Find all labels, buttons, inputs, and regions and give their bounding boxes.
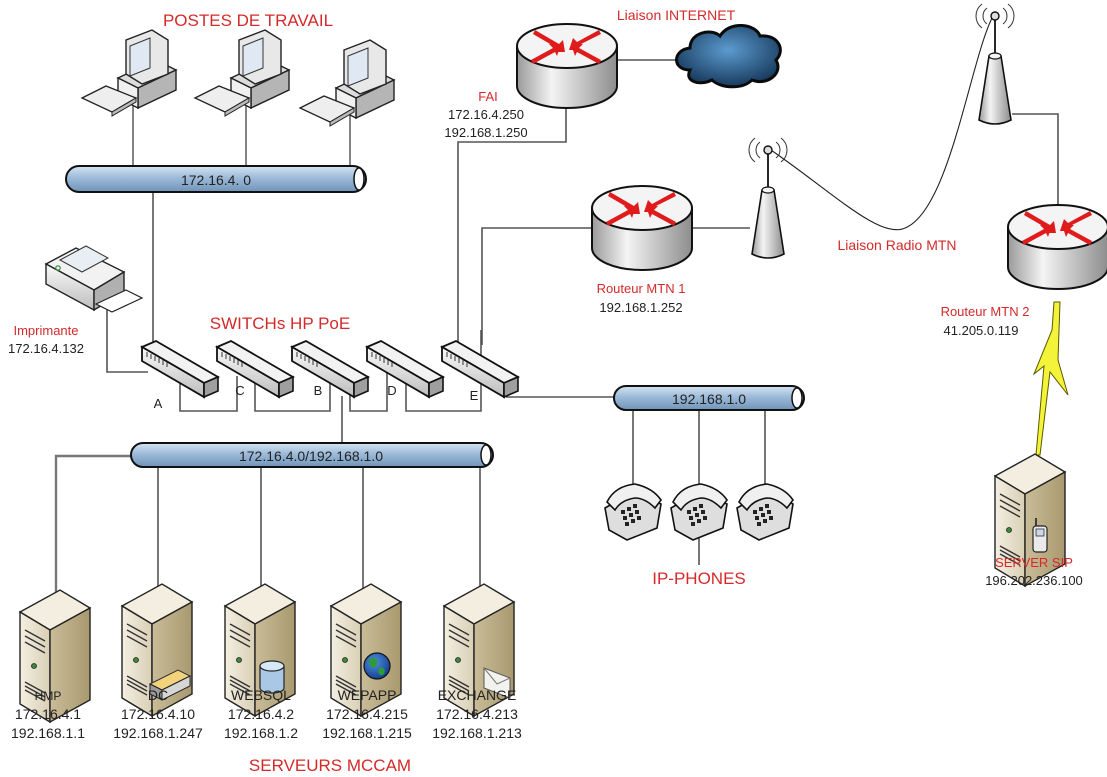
radio-link-curve: [767, 15, 994, 231]
server-ip2: 192.168.1.247: [113, 725, 203, 741]
internet-link-title: Liaison INTERNET: [617, 7, 736, 23]
server-ip1: 172.16.4.213: [436, 706, 518, 722]
ip-phone-1-icon[interactable]: [604, 483, 662, 541]
workstations-title: POSTES DE TRAVAIL: [163, 11, 333, 30]
servers-title: SERVEURS MCCAM: [249, 756, 411, 775]
server-ip1: 172.16.4.10: [121, 706, 195, 722]
database-icon: [259, 660, 285, 694]
bus-workstations-label: 172.16.4. 0: [181, 172, 251, 188]
switches-title: SWITCHs HP PoE: [210, 314, 350, 333]
switch-d-icon[interactable]: [366, 340, 444, 398]
ip-phones-title: IP-PHONES: [652, 569, 746, 588]
bus-phones: 192.168.1.0: [613, 385, 805, 411]
router-mtn1-icon[interactable]: [591, 185, 693, 271]
wire-printer: [106, 305, 148, 373]
wire-hmp: [54, 454, 133, 612]
internet-cloud-icon[interactable]: [675, 24, 782, 89]
mobile-phone-icon: [1032, 518, 1048, 553]
printer-icon[interactable]: [44, 245, 144, 313]
directory-icon: [148, 669, 192, 701]
server-name: EXCHANGE: [438, 687, 517, 703]
radio-tower-2-icon[interactable]: [975, 3, 1015, 125]
workstation-3-icon[interactable]: [299, 39, 395, 127]
router-mtn2-name: Routeur MTN 2: [941, 304, 1030, 319]
switch-c-label: C: [235, 383, 244, 398]
wire-tower2-mtn2: [1012, 113, 1059, 205]
server-ip1: 172.16.4.1: [15, 706, 81, 722]
ip-phone-3-icon[interactable]: [736, 483, 794, 541]
switch-d-label: D: [387, 383, 396, 398]
sip-server-name: SERVER SIP: [995, 555, 1073, 570]
router-mtn2-ip: 41.205.0.119: [944, 323, 1019, 338]
server-name: HMP: [35, 689, 62, 703]
router-mtn1-name: Routeur MTN 1: [597, 281, 686, 296]
server-ip2: 192.168.1.213: [432, 725, 522, 741]
router-mtn2-icon[interactable]: [1007, 204, 1107, 290]
fai-router-icon[interactable]: [516, 23, 618, 109]
server-ip1: 172.16.4.2: [228, 706, 294, 722]
fai-ip1: 172.16.4.250: [448, 107, 524, 122]
ip-phone-2-icon[interactable]: [670, 483, 728, 541]
wire-b-d: [349, 373, 388, 412]
sip-server-ip: 196.202.236.100: [985, 573, 1083, 588]
server-name: WEPAPP: [338, 687, 397, 703]
bus-servers: 172.16.4.0/192.168.1.0: [130, 442, 494, 468]
printer-name: Imprimante: [13, 323, 78, 338]
router-mtn1-ip: 192.168.1.252: [599, 300, 682, 315]
printer-ip: 172.16.4.132: [8, 341, 84, 356]
switch-b-label: B: [314, 383, 323, 398]
switch-e-label: E: [470, 388, 479, 403]
bus-servers-label: 172.16.4.0/192.168.1.0: [239, 448, 383, 464]
globe-icon: [363, 652, 391, 680]
lightning-link-icon: [1032, 301, 1069, 456]
server-ip2: 192.168.1.215: [322, 725, 412, 741]
bus-workstations: 172.16.4. 0: [65, 165, 367, 193]
fai-ip2: 192.168.1.250: [444, 125, 527, 140]
switch-a-label: A: [154, 396, 163, 411]
wire-c-b: [254, 370, 331, 412]
wire-a-c: [179, 373, 238, 412]
switch-e-icon[interactable]: [441, 340, 519, 398]
radio-link-title: Liaison Radio MTN: [837, 237, 956, 253]
bus-phones-label: 192.168.1.0: [672, 391, 746, 407]
wires: [54, 15, 1059, 612]
workstation-1-icon[interactable]: [81, 29, 177, 117]
envelope-icon: [483, 667, 511, 699]
server-ip2: 192.168.1.1: [11, 725, 85, 741]
workstation-2-icon[interactable]: [194, 29, 290, 117]
fai-name: FAI: [478, 89, 498, 104]
server-ip2: 192.168.1.2: [224, 725, 298, 741]
server-labels: HMP 172.16.4.1 192.168.1.1 DC 172.16.4.10 192…: [11, 687, 522, 741]
server-name: DC: [148, 687, 168, 703]
radio-tower-1-icon[interactable]: [748, 137, 788, 259]
wire-e-mtn1: [481, 227, 592, 345]
server-name: WEBSQL: [231, 687, 291, 703]
server-ip1: 172.16.4.215: [326, 706, 408, 722]
